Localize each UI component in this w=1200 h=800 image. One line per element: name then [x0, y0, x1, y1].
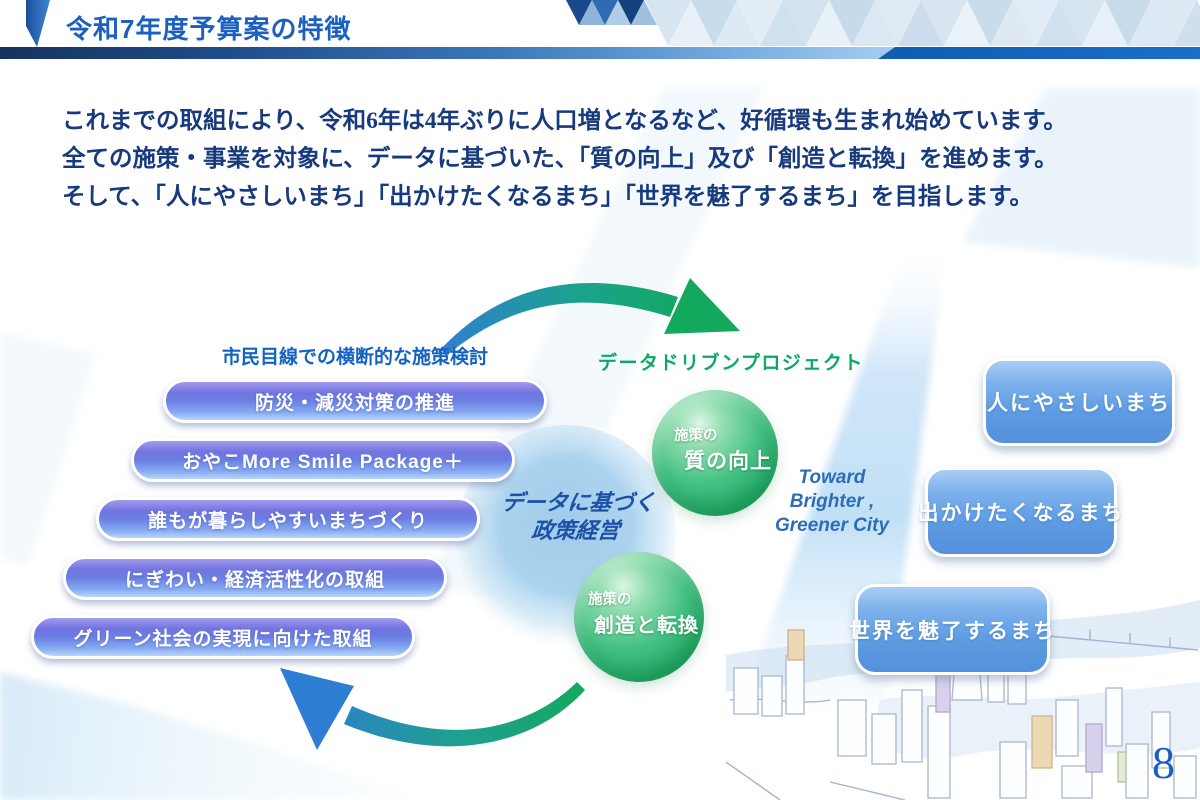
- header-accent-icon: [26, 0, 50, 47]
- slogan-line-3: Greener City: [774, 515, 890, 536]
- circle-label: 質の向上: [684, 450, 772, 473]
- header-bar-right: [878, 47, 1200, 59]
- city-slogan: Toward Brighter , Greener City: [762, 466, 902, 538]
- circle-creation-transformation: 施策の 創造と転換: [574, 552, 704, 682]
- hub-line-1: データに基づく: [500, 490, 657, 515]
- policy-pill-disaster: 防災・減災対策の推進: [163, 379, 547, 423]
- page-number: 8: [1152, 737, 1175, 788]
- slogan-line-1: Toward: [798, 467, 866, 488]
- page-title: 令和7年度予算案の特徴: [66, 14, 352, 44]
- slide-header: 令和7年度予算案の特徴: [0, 0, 1200, 60]
- policy-pill-livable-city: 誰もが暮らしやすいまちづくり: [96, 497, 480, 541]
- cycle-arrow-top-icon: [441, 278, 740, 356]
- policy-group-heading: 市民目線での横断的な施策検討: [221, 347, 488, 368]
- data-based-policy-hub: データに基づく 政策経営: [469, 489, 685, 545]
- intro-line-1: これまでの取組により、令和6年は4年ぶりに人口増となるなど、好循環も生まれ始めて…: [62, 108, 1067, 134]
- goal-box-fascinate-world: 世界を魅了するまち: [849, 584, 1054, 675]
- intro-line-2: 全ての施策・事業を対象に、データに基づいた、「質の向上」及び「創造と転換」を進め…: [62, 146, 1058, 172]
- goal-box-people-friendly: 人にやさしいまち: [983, 358, 1175, 446]
- slogan-line-2: Brighter ,: [789, 491, 875, 512]
- intro-line-3: そして、「人にやさしいまち」「出かけたくなるまち」「世界を魅了するまち」を目指し…: [62, 184, 1034, 210]
- triangle-mosaic-decoration: [566, 0, 1200, 46]
- policy-pill-economy: にぎわい・経済活性化の取組: [63, 556, 447, 600]
- policy-pill-smile-package: おやこMore Smile Package＋: [131, 438, 515, 482]
- circle-quality-improvement: 施策の 質の向上: [652, 390, 778, 516]
- header-bar-left: [0, 47, 895, 59]
- goal-box-want-to-go-out: 出かけたくなるまち: [918, 467, 1123, 557]
- data-driven-project-label: データドリブンプロジェクト: [598, 353, 864, 374]
- circle-label: 創造と転換: [594, 615, 699, 637]
- cycle-arrow-bottom-icon: [280, 668, 585, 750]
- policy-pill-green-society: グリーン社会の実現に向けた取組: [31, 615, 415, 659]
- circle-prefix: 施策の: [674, 428, 718, 444]
- intro-paragraph: これまでの取組により、令和6年は4年ぶりに人口増となるなど、好循環も生まれ始めて…: [62, 102, 1067, 216]
- circle-prefix: 施策の: [588, 592, 632, 608]
- hub-line-2: 政策経営: [530, 518, 621, 543]
